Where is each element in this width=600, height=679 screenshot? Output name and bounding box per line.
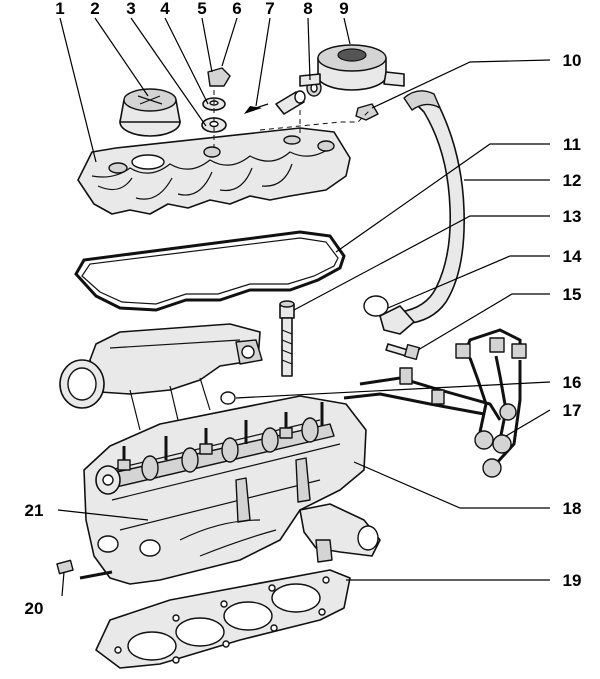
leader-line-18 <box>353 461 550 509</box>
leader-line-10 <box>371 59 551 109</box>
callout-19: 19 <box>563 571 582 590</box>
leader-line-8 <box>307 17 311 81</box>
o-ring <box>363 295 389 317</box>
callout-9: 9 <box>339 0 348 18</box>
callout-13: 13 <box>563 207 582 226</box>
leader-line-9 <box>343 17 351 45</box>
breather-hose-short <box>275 90 306 115</box>
leader-lines <box>57 17 551 597</box>
callout-labels: 1 2 3 4 5 6 7 8 9 10 11 12 13 14 15 16 1… <box>25 0 582 618</box>
callout-3: 3 <box>126 0 135 18</box>
callout-8: 8 <box>303 0 312 18</box>
cylinder-head <box>83 395 367 585</box>
callout-16: 16 <box>563 373 582 392</box>
callout-17: 17 <box>563 401 582 420</box>
callout-2: 2 <box>90 0 99 18</box>
leader-line-7 <box>255 17 271 107</box>
leader-line-6 <box>221 17 238 67</box>
callout-11: 11 <box>563 135 581 154</box>
injection-pipes <box>343 328 527 478</box>
leader-line-5 <box>201 17 213 73</box>
oil-filler-cap <box>119 88 181 137</box>
callout-20: 20 <box>25 599 44 618</box>
callout-5: 5 <box>197 0 206 18</box>
callout-10: 10 <box>563 51 582 70</box>
pressure-regulating-valve <box>299 44 405 91</box>
arrow-indicator <box>244 103 269 114</box>
intake-manifold <box>59 323 263 431</box>
cover-bolt <box>279 300 295 377</box>
pipe-screw <box>385 343 421 361</box>
cylinder-head-cover-gasket <box>74 230 346 312</box>
callout-15: 15 <box>563 285 582 304</box>
leader-line-17 <box>505 409 551 437</box>
leader-line-2 <box>94 17 149 97</box>
callout-14: 14 <box>563 247 582 266</box>
leader-line-3 <box>130 17 207 127</box>
leader-line-20 <box>61 571 65 597</box>
callout-1: 1 <box>55 0 64 18</box>
leader-line-11 <box>335 143 550 253</box>
callout-12: 12 <box>563 171 582 190</box>
callout-18: 18 <box>563 499 582 518</box>
stud-bolt <box>56 559 113 580</box>
leader-line-4 <box>164 17 209 105</box>
leader-line-15 <box>417 293 550 351</box>
callout-6: 6 <box>232 0 241 18</box>
glow-plug-washer <box>220 391 236 405</box>
callout-21: 21 <box>25 501 44 520</box>
cylinder-head-cover <box>77 127 351 215</box>
assembly-line-valve <box>259 109 371 131</box>
leader-line-21 <box>57 509 149 521</box>
leader-line-1 <box>59 17 97 163</box>
leader-line-16 <box>235 381 551 399</box>
callout-4: 4 <box>160 0 170 18</box>
breather-pipe <box>379 90 465 335</box>
coolant-flange <box>299 503 381 563</box>
leader-line-14 <box>387 255 550 309</box>
callout-7: 7 <box>265 0 274 18</box>
cover-nut <box>207 67 231 87</box>
leader-line-13 <box>293 215 550 311</box>
cylinder-head-gasket <box>95 569 351 669</box>
